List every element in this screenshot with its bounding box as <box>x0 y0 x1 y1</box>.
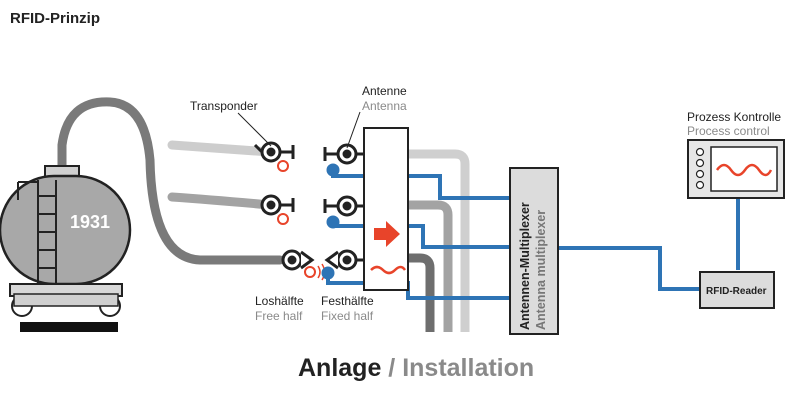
pipe-dark <box>405 253 435 332</box>
label-loshaelfte-de: Loshälfte <box>255 294 304 308</box>
multiplexer-label-en: Antenna multiplexer <box>534 210 548 330</box>
transponder-icon-3 <box>304 266 316 278</box>
coupling-free-half-3 <box>281 249 326 281</box>
process-control-monitor <box>687 139 785 199</box>
monitor-buttons <box>695 147 705 190</box>
wave-icon <box>370 265 407 275</box>
rfid-reader-box <box>699 271 775 309</box>
tank-number: 1931 <box>70 212 110 232</box>
hose-middle <box>167 192 275 210</box>
footer-separator: / <box>381 354 402 382</box>
tank-ladder <box>17 180 57 300</box>
label-festhaelfte-en: Fixed half <box>321 309 374 323</box>
antenna-icon-1 <box>326 163 340 177</box>
coupling-free-half-1 <box>253 141 295 172</box>
label-antenne-en: Antenna <box>362 99 407 113</box>
tank-body <box>0 174 132 286</box>
signal-line-1 <box>331 170 510 200</box>
transponder-icon-2 <box>277 213 289 225</box>
pointer-lines <box>237 111 361 149</box>
footer-caption: Anlage / Installation <box>298 354 534 382</box>
tank-hose <box>57 97 285 265</box>
coupling-fixed-half-2 <box>323 195 364 229</box>
coupling-fixed-half-3 <box>321 249 364 280</box>
label-antenne-de: Antenne <box>362 84 407 98</box>
red-arrow-icon <box>374 221 400 247</box>
label-loshaelfte-en: Free half <box>255 309 303 323</box>
antenna-multiplexer-box <box>509 167 559 335</box>
monitor-wave-icon <box>715 163 773 177</box>
fixed-pipes <box>405 149 470 332</box>
pipe-mid <box>405 200 453 332</box>
label-prozess-de: Prozess Kontrolle <box>687 110 781 124</box>
rail <box>20 322 118 332</box>
signal-line-mux-reader <box>558 246 700 291</box>
footer-en: Installation <box>402 354 534 382</box>
diagram-title: RFID-Prinzip <box>10 10 100 27</box>
tank-bogie <box>13 293 119 307</box>
coupling-free-half-2 <box>260 194 295 225</box>
couplings <box>253 141 364 281</box>
multiplexer-label-de: Antennen-Multiplexer <box>518 202 532 330</box>
antenna-icon-2 <box>326 215 340 229</box>
coupling-fixed-half-1 <box>323 143 364 177</box>
pipe-light <box>405 149 470 332</box>
label-transponder: Transponder <box>190 99 258 113</box>
rfid-reader-label: RFID-Reader <box>706 286 767 297</box>
label-festhaelfte-de: Festhälfte <box>321 294 374 308</box>
tank-wagon: 1931 <box>0 165 132 332</box>
valve-block <box>363 127 409 291</box>
footer-de: Anlage <box>298 354 381 382</box>
signal-line-2 <box>331 222 510 249</box>
transponder-icon-1 <box>277 160 289 172</box>
label-prozess-en: Process control <box>687 124 770 138</box>
antenna-icon-3 <box>321 266 335 280</box>
